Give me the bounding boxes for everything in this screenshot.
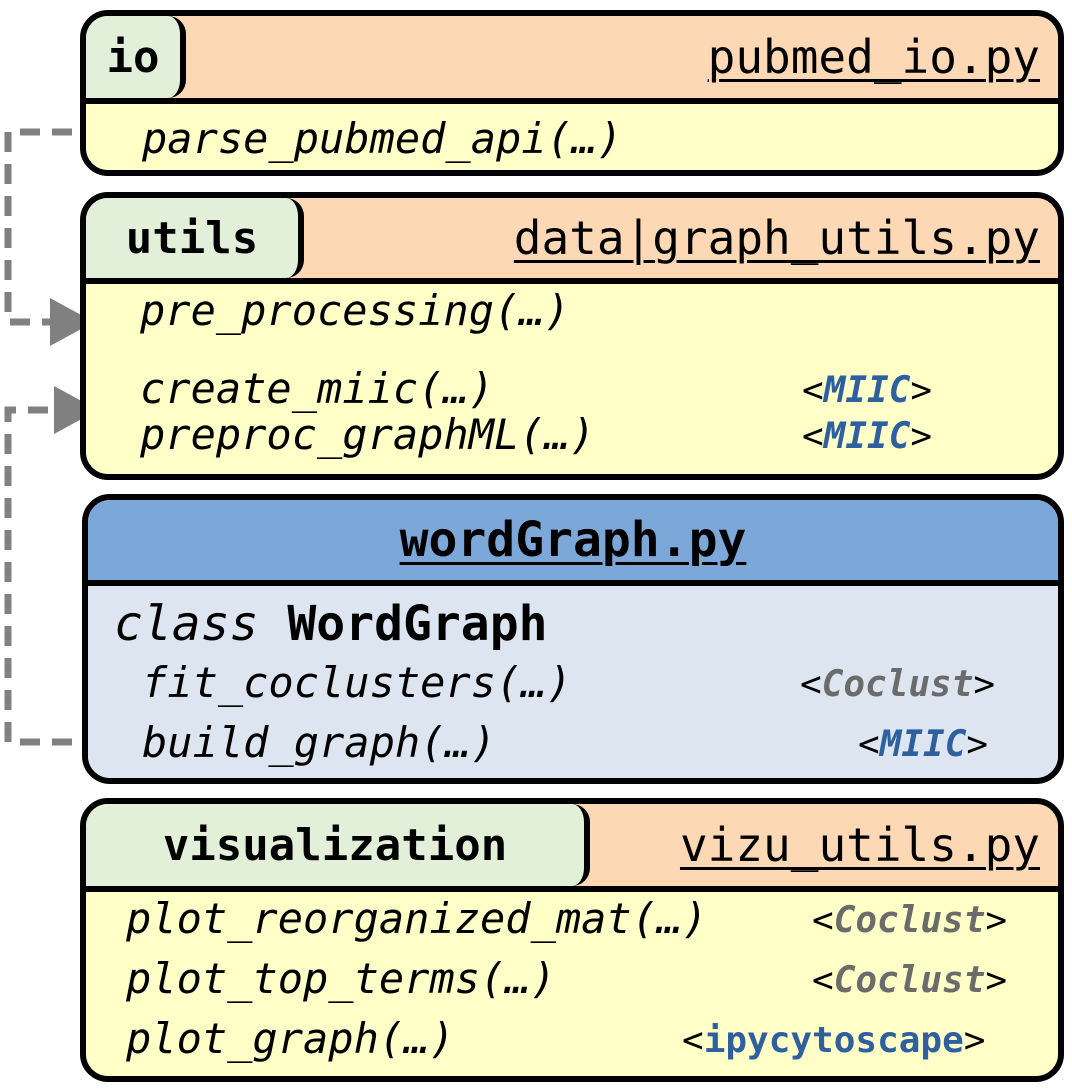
- dep-label: ipycytoscape: [703, 1020, 964, 1061]
- dep-open: <: [682, 1020, 704, 1061]
- utils-module-body: pre_processing(…) create_miic(…) preproc…: [86, 284, 1058, 474]
- function-build-graph: build_graph(…): [142, 718, 497, 767]
- dependency-plot-reorganized-mat: <Coclust>: [812, 900, 1007, 941]
- dep-close: >: [985, 900, 1008, 941]
- dependency-plot-top-terms: <Coclust>: [812, 960, 1007, 1001]
- utils-tag: utils: [86, 198, 304, 278]
- visualization-module-body: plot_reorganized_mat(…) plot_top_terms(……: [86, 892, 1058, 1076]
- dep-label: MIIC: [823, 416, 911, 457]
- function-plot-top-terms: plot_top_terms(…): [126, 954, 556, 1003]
- class-name: WordGraph: [287, 596, 548, 652]
- dependency-fit-coclusters: <Coclust>: [800, 664, 995, 705]
- function-create-miic: create_miic(…): [140, 364, 495, 413]
- dep-label: MIIC: [879, 724, 967, 765]
- dep-close: >: [910, 416, 933, 457]
- function-fit-coclusters: fit_coclusters(…): [142, 658, 572, 707]
- dependency-build-graph: <MIIC>: [858, 724, 988, 765]
- class-keyword: class: [114, 596, 259, 652]
- dep-label: Coclust: [833, 900, 986, 941]
- dep-close: >: [910, 370, 933, 411]
- dep-label: Coclust: [821, 664, 974, 705]
- dep-open: <: [800, 664, 822, 705]
- function-pre-processing: pre_processing(…): [140, 286, 570, 335]
- dep-open: <: [802, 416, 824, 457]
- dep-close: >: [985, 960, 1008, 1001]
- function-parse-pubmed-api: parse_pubmed_api(…): [142, 114, 623, 163]
- dep-close: >: [966, 724, 989, 765]
- visualization-filename: vizu_utils.py: [679, 818, 1040, 872]
- arrowhead-pre-processing: [50, 298, 94, 346]
- dep-open: <: [802, 370, 824, 411]
- wordgraph-filename: wordGraph.py: [399, 512, 747, 568]
- dep-open: <: [812, 960, 834, 1001]
- io-module-box: io pubmed_io.py parse_pubmed_api(…): [80, 10, 1064, 176]
- dep-label: Coclust: [833, 960, 986, 1001]
- io-module-header: io pubmed_io.py: [86, 16, 1058, 104]
- io-tag: io: [86, 16, 186, 98]
- wordgraph-module-body: class WordGraph fit_coclusters(…) build_…: [88, 586, 1058, 778]
- dependency-create-miic: <MIIC>: [802, 370, 932, 411]
- function-plot-reorganized-mat: plot_reorganized_mat(…): [126, 894, 708, 943]
- dep-label: MIIC: [823, 370, 911, 411]
- dep-open: <: [812, 900, 834, 941]
- function-preproc-graphml: preproc_graphML(…): [140, 410, 596, 459]
- dependency-plot-graph: <ipycytoscape>: [682, 1020, 985, 1061]
- dependency-preproc-graphml: <MIIC>: [802, 416, 932, 457]
- dep-close: >: [973, 664, 996, 705]
- io-module-body: parse_pubmed_api(…): [86, 104, 1058, 170]
- dep-close: >: [963, 1020, 986, 1061]
- visualization-module-header: visualization vizu_utils.py: [86, 804, 1058, 892]
- class-declaration: class WordGraph: [114, 596, 548, 652]
- connector-wordgraph-to-utils: [4, 406, 104, 746]
- wordgraph-module-box: wordGraph.py class WordGraph fit_coclust…: [82, 494, 1064, 784]
- connector-io-to-utils: [4, 128, 104, 326]
- io-filename: pubmed_io.py: [707, 30, 1040, 84]
- visualization-tag: visualization: [86, 804, 590, 886]
- wordgraph-module-header: wordGraph.py: [88, 500, 1058, 586]
- function-plot-graph: plot_graph(…): [126, 1014, 455, 1063]
- visualization-module-box: visualization vizu_utils.py plot_reorgan…: [80, 798, 1064, 1082]
- arrowhead-create-miic: [54, 386, 98, 434]
- dep-open: <: [858, 724, 880, 765]
- utils-module-header: utils data|graph_utils.py: [86, 198, 1058, 284]
- utils-module-box: utils data|graph_utils.py pre_processing…: [80, 192, 1064, 480]
- utils-filename: data|graph_utils.py: [513, 211, 1040, 265]
